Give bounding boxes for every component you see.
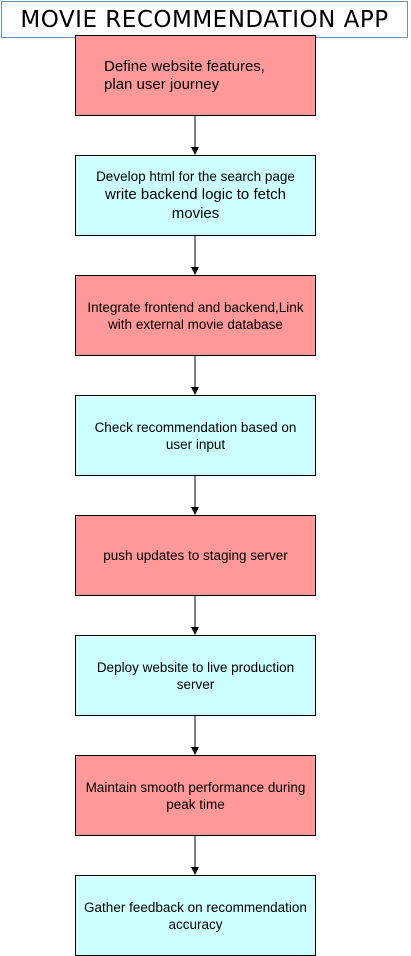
step-3-box: Integrate frontend and backend,Link with…: [75, 275, 316, 356]
step-8-text: Gather feedback on recommendation accura…: [84, 899, 307, 932]
step-5-box: push updates to staging server: [75, 515, 316, 596]
step-6-box: Deploy website to live production server: [75, 635, 316, 716]
step-8-box: Gather feedback on recommendation accura…: [75, 875, 316, 956]
diagram-title: MOVIE RECOMMENDATION APP: [20, 6, 389, 33]
step-6-text: Deploy website to live production server: [96, 659, 295, 692]
step-7-box: Maintain smooth performance during peak …: [75, 755, 316, 836]
step-7-text: Maintain smooth performance during peak …: [85, 779, 306, 812]
step-2-text: Develop html for the search page write b…: [96, 169, 295, 222]
step-4-text: Check recommendation based on user input: [94, 419, 297, 452]
step-1-text: Define website features, plan user journ…: [104, 57, 265, 93]
title-box: MOVIE RECOMMENDATION APP: [1, 1, 408, 38]
step-2-box: Develop html for the search page write b…: [75, 155, 316, 236]
step-5-text: push updates to staging server: [103, 548, 288, 563]
step-3-text: Integrate frontend and backend,Link with…: [87, 299, 304, 332]
step-4-box: Check recommendation based on user input: [75, 395, 316, 476]
step-1-box: Define website features, plan user journ…: [75, 35, 316, 116]
